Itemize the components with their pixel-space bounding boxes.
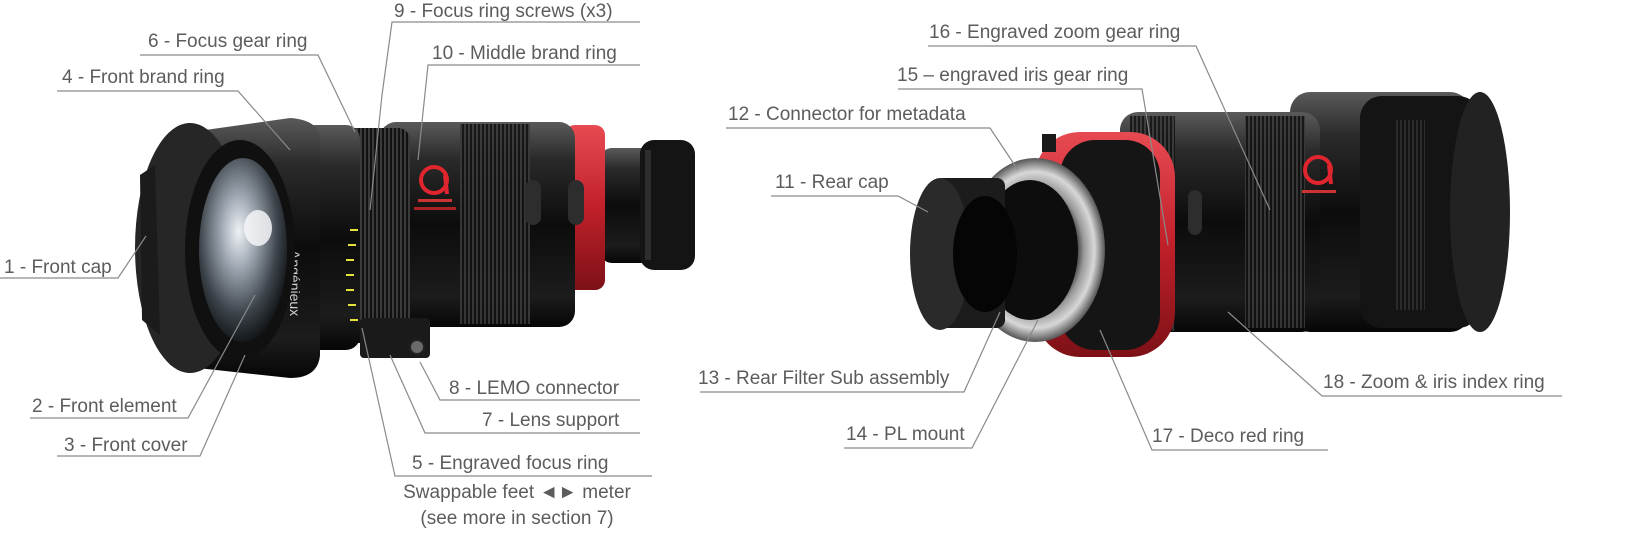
leader-9 bbox=[369, 21, 640, 211]
label-pl-mount: 14 - PL mount bbox=[846, 424, 965, 445]
leader-18 bbox=[1227, 311, 1562, 397]
leader-10 bbox=[417, 64, 640, 161]
leader-14 bbox=[844, 319, 1039, 449]
lens-right-illustration bbox=[910, 92, 1510, 357]
leader-5 bbox=[361, 327, 652, 477]
label-deco-red-ring: 17 - Deco red ring bbox=[1152, 426, 1305, 447]
label-front-cap: 1 - Front cap bbox=[4, 257, 112, 278]
note-line-2: (see more in section 7) bbox=[420, 508, 614, 529]
label-front-cover: 3 - Front cover bbox=[64, 435, 188, 456]
leader-15 bbox=[898, 88, 1169, 246]
label-focus-ring-screws: 9 - Focus ring screws (x3) bbox=[394, 1, 613, 22]
label-connector-metadata: 12 - Connector for metadata bbox=[728, 104, 966, 125]
leader-13 bbox=[700, 311, 1001, 393]
label-lens-support: 7 - Lens support bbox=[482, 410, 620, 431]
label-front-element: 2 - Front element bbox=[32, 396, 177, 417]
leader-lines bbox=[0, 21, 1562, 477]
label-lemo-connector: 8 - LEMO connector bbox=[449, 378, 620, 399]
leader-6 bbox=[140, 54, 356, 133]
label-zoom-gear-ring: 16 - Engraved zoom gear ring bbox=[929, 22, 1181, 43]
label-front-brand-ring: 4 - Front brand ring bbox=[62, 67, 225, 88]
label-focus-gear-ring: 6 - Focus gear ring bbox=[148, 31, 308, 52]
leader-17 bbox=[1099, 329, 1328, 451]
leader-12 bbox=[726, 127, 1019, 171]
leader-1 bbox=[0, 235, 147, 279]
leader-4 bbox=[57, 90, 291, 151]
leader-16 bbox=[928, 45, 1271, 211]
note-line-1: Swappable feet ◄► meter bbox=[403, 482, 631, 503]
label-rear-filter-sub-assembly: 13 - Rear Filter Sub assembly bbox=[698, 368, 950, 389]
label-rear-cap: 11 - Rear cap bbox=[775, 172, 889, 193]
leader-7 bbox=[389, 354, 640, 434]
label-middle-brand-ring: 10 - Middle brand ring bbox=[432, 43, 617, 64]
label-iris-gear-ring: 15 – engraved iris gear ring bbox=[897, 65, 1129, 86]
label-zoom-iris-index-ring: 18 - Zoom & iris index ring bbox=[1323, 372, 1545, 393]
swappable-feet-note: Swappable feet ◄► meter (see more in sec… bbox=[397, 480, 637, 532]
label-engraved-focus-ring: 5 - Engraved focus ring bbox=[412, 453, 609, 474]
leader-8 bbox=[419, 361, 640, 401]
leader-11 bbox=[771, 195, 929, 213]
leader-3 bbox=[57, 354, 246, 457]
lens-left-illustration: Angénieux bbox=[135, 118, 695, 378]
leader-2 bbox=[30, 294, 256, 419]
